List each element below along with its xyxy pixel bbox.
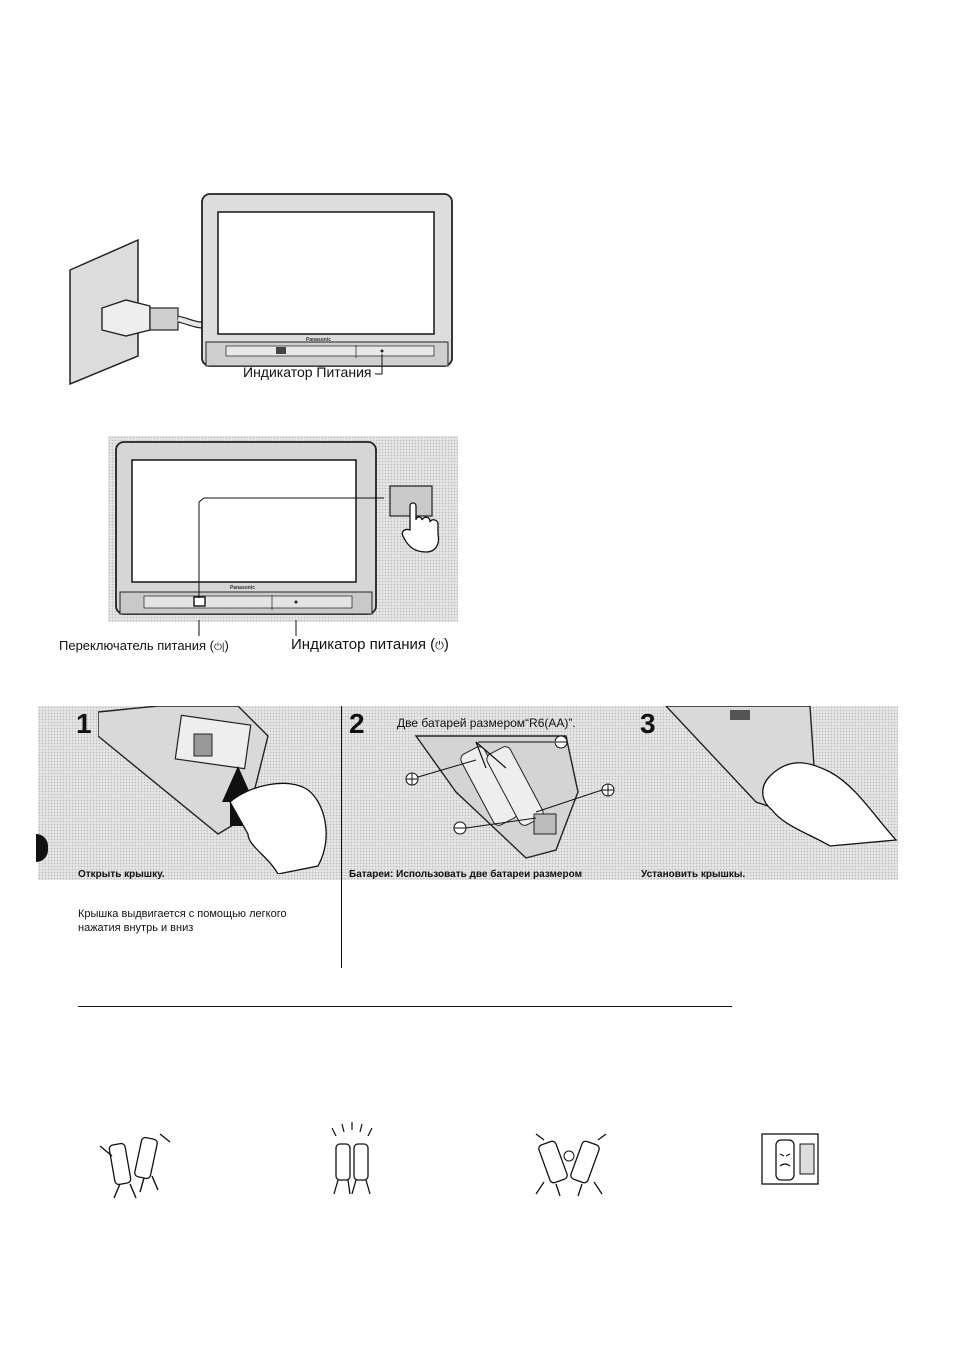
figure-tv-power-plug: Panasonic Индикатор Питания bbox=[66, 188, 466, 388]
step-3-white-area bbox=[638, 880, 898, 970]
power-switch-label: Переключатель питания (⏻|) bbox=[59, 638, 229, 653]
step-divider bbox=[341, 706, 342, 968]
power-indicator-label-2: Индикатор питания (⏻) bbox=[291, 636, 449, 653]
battery-cartoon-fight-icon bbox=[526, 1126, 616, 1206]
step-2-caption: Батареи: Использовать две батареи размер… bbox=[349, 869, 582, 880]
power-indicator-label: Индикатор Питания bbox=[243, 364, 371, 380]
figure-tv-power-switch: Panasonic bbox=[108, 436, 458, 622]
step-1-number: 1 bbox=[76, 708, 92, 740]
tv-switch-illustration bbox=[108, 436, 458, 622]
step-2-header: Две батарей размером“R6(AA)”. bbox=[397, 716, 576, 730]
step-1-caption: Открыть крышку. bbox=[78, 869, 165, 880]
step-1-remote-illustration bbox=[98, 706, 338, 874]
step-1-note: Крышка выдвигается с помощью легкого наж… bbox=[78, 907, 328, 935]
battery-cartoon-mixing-icon bbox=[90, 1122, 180, 1202]
battery-cartoon-trapped-icon bbox=[756, 1126, 826, 1196]
power-indicator-symbol: ⏻ bbox=[435, 640, 444, 652]
step-2-number: 2 bbox=[349, 708, 365, 740]
step-2-battery-illustration bbox=[396, 732, 636, 862]
brand-logo: Panasonic bbox=[306, 337, 331, 343]
brand-logo: Panasonic bbox=[230, 585, 255, 591]
step-3-number: 3 bbox=[640, 708, 656, 740]
power-switch-symbol: ⏻| bbox=[214, 642, 225, 653]
step-3-caption: Установить крышкы. bbox=[641, 869, 745, 880]
section-divider bbox=[78, 1006, 732, 1007]
battery-cartoon-heat-icon bbox=[322, 1122, 382, 1202]
tv-plug-illustration bbox=[66, 188, 466, 388]
step-3-remote-illustration bbox=[660, 706, 900, 856]
